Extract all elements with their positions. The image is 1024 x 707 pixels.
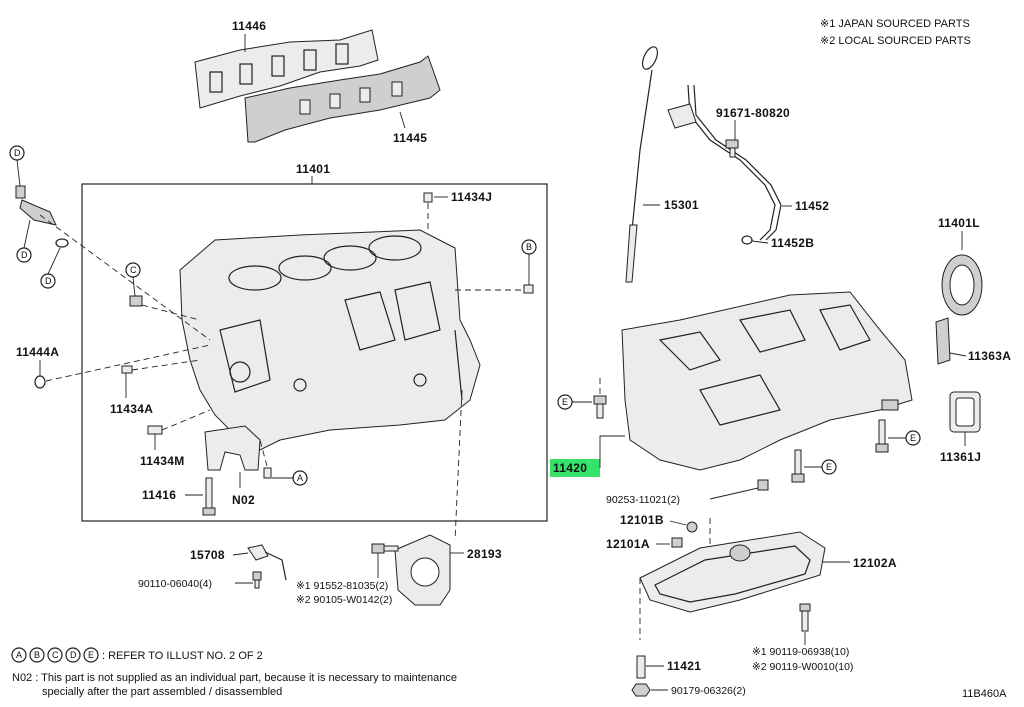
refer-note: : REFER TO ILLUST NO. 2 OF 2 xyxy=(102,650,263,662)
part-label-90119-06938: ※1 90119-06938(10) xyxy=(752,646,849,658)
dipstick-guide-11452-drawing xyxy=(667,84,782,241)
ref-D-marker-mid: D xyxy=(21,250,28,260)
part-label-90105-W0142: ※2 90105-W0142(2) xyxy=(296,594,392,606)
stud-11421-drawing xyxy=(636,655,646,679)
ref-A-marker: A xyxy=(297,473,303,483)
part-label-11401: 11401 xyxy=(296,162,330,176)
part-label-90179-06326: 90179-06326(2) xyxy=(671,685,746,697)
part-label-90110-06040: 90110-06040(4) xyxy=(138,578,212,590)
ref-E-marker-mid: E xyxy=(826,462,832,472)
ref-B-marker: B xyxy=(526,242,532,252)
part-label-11401L: 11401L xyxy=(938,216,980,230)
ref-E-marker-right: E xyxy=(910,433,916,443)
part-label-11361J: 11361J xyxy=(940,450,981,464)
retainer-11361J-drawing xyxy=(949,391,981,433)
part-label-11363A: 11363A xyxy=(968,349,1011,363)
part-label-90119-W0010: ※2 90119-W0010(10) xyxy=(752,661,853,673)
oil-pan-upper-drawing xyxy=(621,291,913,471)
part-label-11452B: 11452B xyxy=(771,236,814,250)
rear-oil-seal-drawing xyxy=(941,254,983,316)
part-label-15708: 15708 xyxy=(190,548,225,562)
plate-28193-drawing xyxy=(394,534,451,606)
part-label-11434M: 11434M xyxy=(140,454,185,468)
part-label-11452: 11452 xyxy=(795,199,829,213)
part-label-11445: 11445 xyxy=(393,131,427,145)
part-label-28193: 28193 xyxy=(467,547,502,561)
legend-ref-A: A xyxy=(16,650,22,660)
bolt-11416-drawing xyxy=(202,477,216,516)
gasket-11446-drawing xyxy=(194,29,379,109)
part-label-N02: N02 xyxy=(232,493,255,507)
part-label-12101A: 12101A xyxy=(606,537,650,551)
part-label-91552-81035: ※1 91552-81035(2) xyxy=(296,580,388,592)
legend-ref-B: B xyxy=(34,650,40,660)
part-label-11444A: 11444A xyxy=(16,345,59,359)
bolt-e-right-drawing xyxy=(875,419,889,453)
legend-japan-sourced: ※1 JAPAN SOURCED PARTS xyxy=(820,18,970,30)
part-label-12101B: 12101B xyxy=(620,513,664,527)
legend-ref-C: C xyxy=(52,650,59,660)
bearing-cap-drawing xyxy=(204,425,261,471)
legend-local-sourced: ※2 LOCAL SOURCED PARTS xyxy=(820,35,971,47)
cylinder-block-drawing xyxy=(179,229,481,451)
gasket-11445-drawing xyxy=(244,55,441,143)
part-label-90253-11021: 90253-11021(2) xyxy=(606,494,680,506)
part-label-11446: 11446 xyxy=(232,19,266,33)
illustration-id: 11B460A xyxy=(962,688,1007,700)
part-label-15301: 15301 xyxy=(664,198,699,212)
nozzle-15708-drawing xyxy=(247,544,287,589)
part-label-11434J: 11434J xyxy=(451,190,492,204)
ref-D-marker-top: D xyxy=(14,148,21,158)
bolt-e-mid-drawing xyxy=(791,449,805,483)
legend-ref-E: E xyxy=(88,650,94,660)
part-label-11420-highlight xyxy=(550,459,600,477)
n02-note-line2: specially after the part assembled / dis… xyxy=(42,686,282,698)
part-label-11416: 11416 xyxy=(142,488,176,502)
part-label-11420-text: 11420 xyxy=(553,461,587,475)
dipstick-15301-drawing xyxy=(625,46,659,283)
oil-pressure-sensor-drawing xyxy=(15,185,69,248)
ref-E-marker-left: E xyxy=(562,397,568,407)
bolt-91552-drawing xyxy=(371,543,399,554)
n02-note-line1: N02 : This part is not supplied as an in… xyxy=(12,672,457,684)
bolt-91671-drawing xyxy=(725,139,739,158)
ref-legend-circles: A B C D E xyxy=(11,647,99,663)
bolt-90119-drawing xyxy=(799,603,811,632)
cylinder-block-box xyxy=(81,183,548,522)
legend-ref-D: D xyxy=(70,650,77,660)
part-label-91671-80820: 91671-80820 xyxy=(716,106,790,120)
part-label-11434A: 11434A xyxy=(110,402,153,416)
ref-D-marker-low: D xyxy=(45,276,52,286)
ref-C-marker: C xyxy=(130,265,137,275)
part-label-11421: 11421 xyxy=(667,659,701,673)
cover-11363A-drawing xyxy=(935,317,951,365)
part-label-12102A: 12102A xyxy=(853,556,897,570)
bolt-e-left-drawing xyxy=(593,395,607,419)
oil-pan-lower-drawing xyxy=(639,531,826,613)
